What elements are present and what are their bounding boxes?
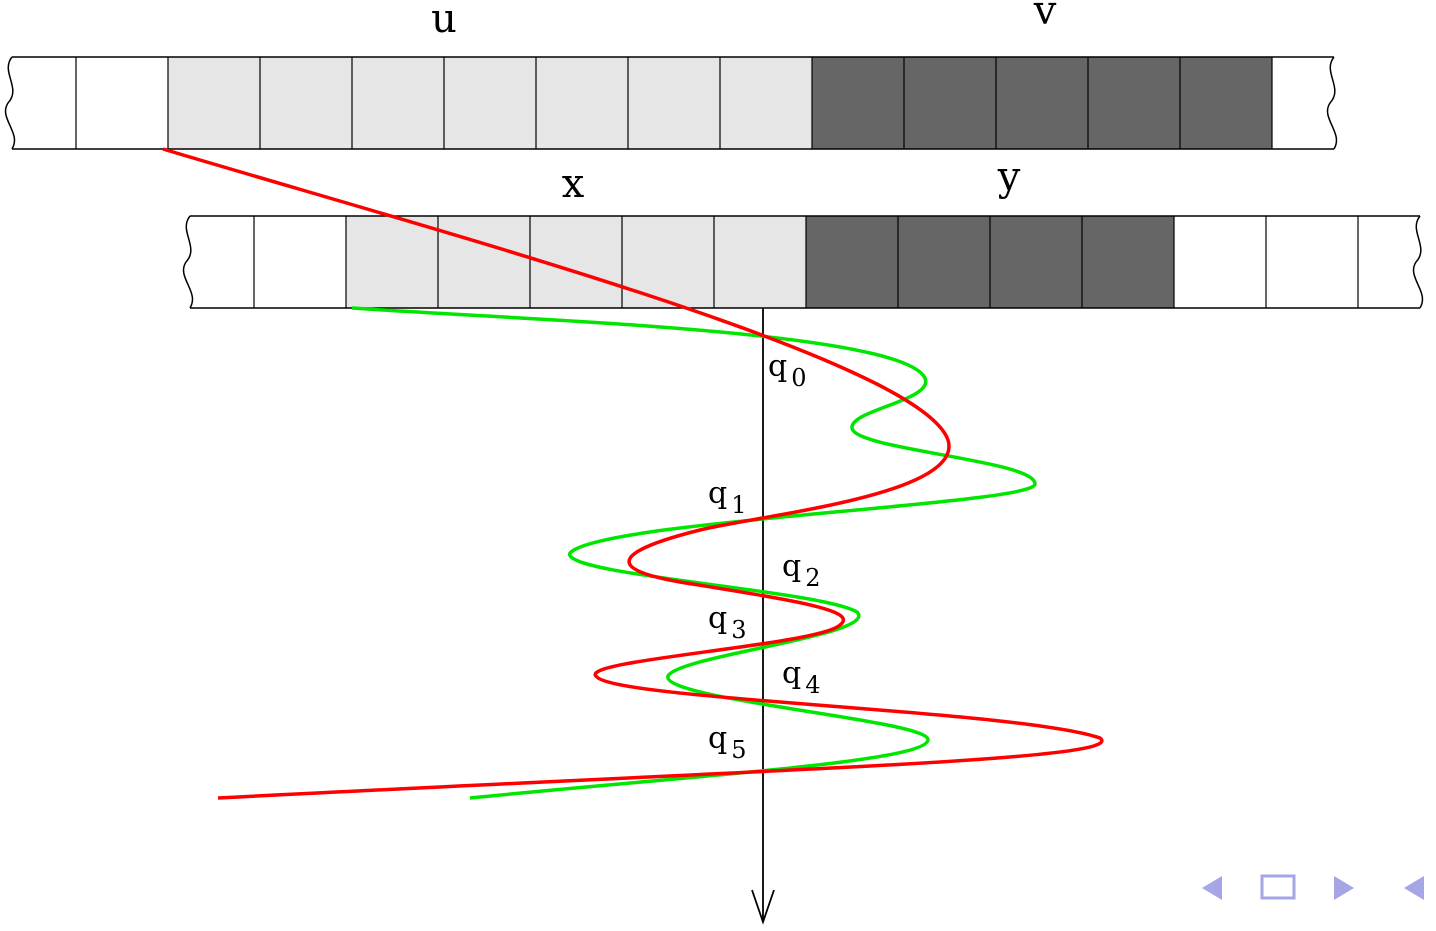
bottom-tape-cell-1 <box>254 216 346 308</box>
top-tape-u-cell-2 <box>260 57 352 149</box>
top-tape-u-cell-4 <box>444 57 536 149</box>
top-tape-v-cell-4 <box>1088 57 1180 149</box>
green-crossing-curve <box>351 306 1037 800</box>
top-tape <box>4 56 1338 150</box>
bottom-tape <box>182 215 1424 309</box>
bottom-tape-y-cell-1 <box>806 216 898 308</box>
nav-prev-arrow-icon[interactable] <box>1202 876 1222 900</box>
bottom-tape-left-torn-edge <box>182 215 194 309</box>
label-y: y <box>997 154 1021 200</box>
top-tape-v-cell-1 <box>812 57 904 149</box>
top-tape-cell-1 <box>76 57 168 149</box>
bottom-tape-y-cell-3 <box>990 216 1082 308</box>
bottom-tape-x-cell-2 <box>438 216 530 308</box>
top-tape-left-torn-edge <box>4 56 16 150</box>
nav-back-arrow-icon[interactable] <box>1404 876 1424 900</box>
nav-next-arrow-icon[interactable] <box>1334 876 1354 900</box>
bottom-tape-y-cell-2 <box>898 216 990 308</box>
bottom-tape-x-cell-1 <box>346 216 438 308</box>
top-tape-u-cell-1 <box>168 57 260 149</box>
top-tape-u-cell-6 <box>628 57 720 149</box>
top-tape-u-cell-7 <box>720 57 812 149</box>
top-tape-v-cell-5 <box>1180 57 1272 149</box>
top-tape-u-cell-3 <box>352 57 444 149</box>
label-x: x <box>562 161 585 207</box>
top-tape-v-cell-2 <box>904 57 996 149</box>
bottom-tape-y-cell-4 <box>1082 216 1174 308</box>
label-u: u <box>431 0 457 42</box>
nav-controls <box>1202 874 1424 900</box>
bottom-tape-right-torn-edge <box>1412 215 1424 309</box>
bottom-tape-x-cell-5 <box>714 216 806 308</box>
top-tape-v-cell-3 <box>996 57 1088 149</box>
top-tape-u-cell-5 <box>536 57 628 149</box>
nav-frame-icon[interactable] <box>1260 874 1296 900</box>
red-crossing-curve <box>162 147 1104 800</box>
bottom-tape-x-cell-4 <box>622 216 714 308</box>
top-tape-right-torn-edge <box>1326 56 1338 150</box>
label-v: v <box>1033 0 1057 34</box>
boundary-arrow <box>751 308 775 925</box>
